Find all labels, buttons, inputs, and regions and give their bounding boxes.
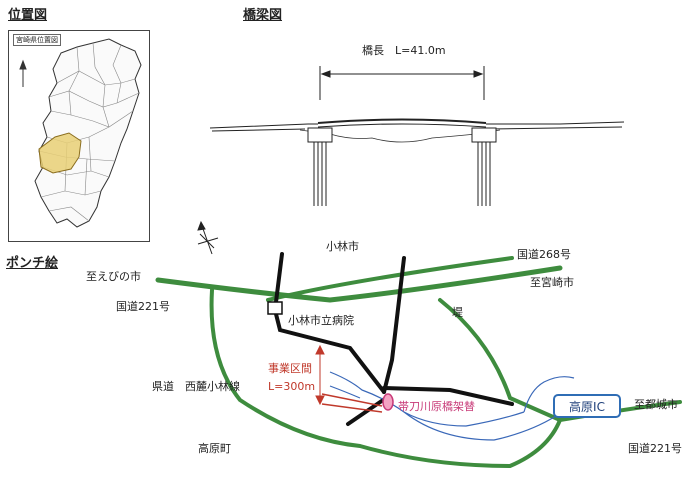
label-bridge-replacement: 帯刀川原橋架替 bbox=[398, 400, 475, 413]
river-bed-line bbox=[329, 133, 477, 143]
bridge-deck bbox=[317, 118, 487, 128]
label-prefectural-road: 県道 西麓小林線 bbox=[152, 380, 240, 393]
local-roads bbox=[274, 252, 514, 426]
label-route-221-left: 国道221号 bbox=[116, 300, 170, 313]
left-abutment bbox=[307, 127, 333, 206]
route-268-road bbox=[266, 256, 514, 302]
right-abutment bbox=[471, 127, 497, 206]
bridge-replacement-marker bbox=[382, 393, 394, 411]
bypass-loop-road bbox=[209, 288, 682, 469]
location-map-title: 宮崎県位置図 bbox=[13, 34, 61, 46]
bridge-length-label: 橋長 L=41.0m bbox=[362, 44, 446, 57]
label-to-ebino: 至えびの市 bbox=[86, 270, 141, 283]
label-takaharu-town: 高原町 bbox=[198, 442, 231, 455]
map-north-arrow bbox=[19, 59, 27, 87]
hospital-marker bbox=[267, 301, 283, 315]
route-221-top-road bbox=[155, 265, 563, 303]
label-hospital: 小林市立病院 bbox=[288, 314, 354, 327]
sketch-north-arrow bbox=[197, 220, 219, 255]
embankment-road bbox=[438, 298, 562, 422]
miyazaki-prefecture-map bbox=[19, 38, 142, 228]
sketch-heading: ポンチ絵 bbox=[6, 256, 59, 271]
label-route-221-right: 国道221号 bbox=[628, 442, 682, 455]
location-map-heading: 位置図 bbox=[8, 8, 48, 23]
project-section-dimension bbox=[315, 344, 325, 406]
location-map-panel: 宮崎県位置図 bbox=[8, 30, 150, 242]
label-to-miyakonojo: 至都城市 bbox=[634, 398, 678, 411]
label-embankment: 堤 bbox=[452, 306, 463, 319]
label-kobayashi-city: 小林市 bbox=[326, 240, 359, 253]
project-section-highlight bbox=[321, 393, 383, 413]
bridge-length-dimension bbox=[319, 66, 485, 100]
bridge-drawing-heading: 橋梁図 bbox=[243, 8, 283, 23]
highlighted-municipality bbox=[38, 132, 82, 174]
label-route-268: 国道268号 bbox=[517, 248, 571, 261]
takaharu-ic-badge: 高原IC bbox=[553, 394, 621, 418]
label-project-section: 事業区間 bbox=[268, 362, 312, 375]
label-to-miyazaki: 至宮崎市 bbox=[530, 276, 574, 289]
label-project-length: L=300m bbox=[268, 380, 316, 393]
rivers bbox=[329, 371, 575, 441]
